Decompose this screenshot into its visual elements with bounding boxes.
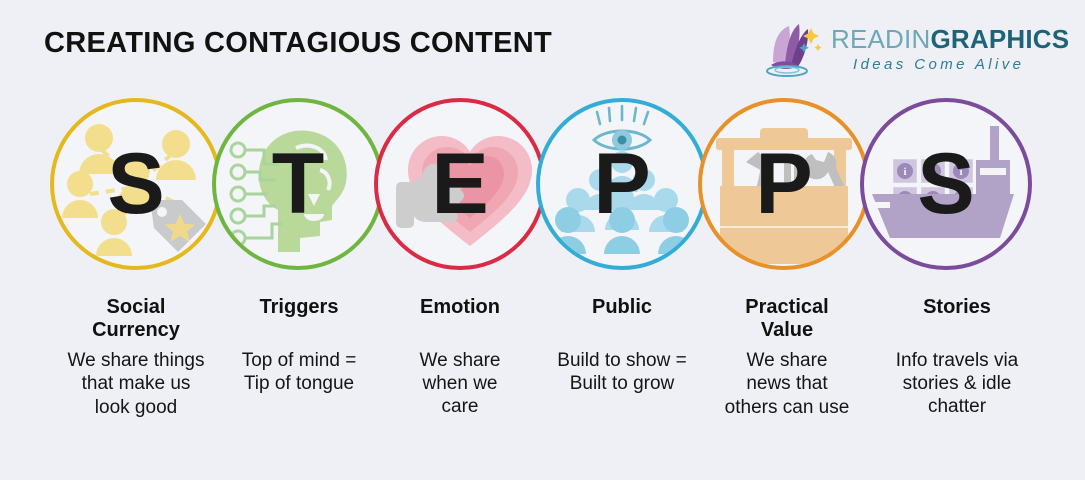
caption-desc-line1: Top of mind = xyxy=(241,349,357,371)
caption-desc-line3: look good xyxy=(94,396,178,418)
crowd-with-eye-icon xyxy=(540,102,704,266)
caption-title-line1: Practical xyxy=(745,296,829,318)
caption-social-currency: Social Currency We share things that mak… xyxy=(38,296,234,419)
caption-desc-line3: care xyxy=(441,395,479,417)
caption-title: Triggers xyxy=(210,296,388,319)
caption-title: Public xyxy=(528,296,716,319)
caption-description: Top of mind = Tip of tongue xyxy=(210,349,388,395)
caption-description: Info travels via stories & idle chatter xyxy=(866,349,1048,419)
caption-desc-line1: Build to show = xyxy=(557,349,687,371)
steps-row: S T xyxy=(0,96,1085,296)
caption-desc-line2: Built to grow xyxy=(569,372,675,394)
logo-tagline: Ideas Come Alive xyxy=(853,56,1025,73)
step-letter: P xyxy=(755,136,813,232)
step-letter: S xyxy=(107,136,165,232)
caption-desc-line1: We share xyxy=(746,350,828,372)
step-circle-social-currency[interactable]: S xyxy=(50,98,222,270)
logo-name-part1: READIN xyxy=(831,24,931,54)
header: CREATING CONTAGIOUS CONTENT READINGRAPHI… xyxy=(0,0,1085,95)
readingraphics-logo: READINGRAPHICS Ideas Come Alive xyxy=(757,16,1069,82)
caption-desc-line1: Info travels via xyxy=(895,349,1019,371)
logo-name-part2: GRAPHICS xyxy=(930,24,1070,54)
caption-stories: Stories Info travels via stories & idle … xyxy=(866,296,1048,418)
caption-desc-line2: when we xyxy=(422,372,498,394)
people-network-with-price-tag-icon xyxy=(54,102,218,266)
head-with-circuit-lines-icon xyxy=(216,102,380,266)
caption-title: Stories xyxy=(866,296,1048,319)
svg-text:i: i xyxy=(931,166,934,178)
step-circle-public[interactable]: P xyxy=(536,98,708,270)
caption-title-line2: Currency xyxy=(92,318,180,341)
step-letter: E xyxy=(431,136,489,232)
captions-row: Social Currency We share things that mak… xyxy=(0,296,1085,480)
caption-title-line1: Public xyxy=(591,296,652,318)
caption-practical-value: Practical Value We share news that other… xyxy=(700,296,874,419)
caption-triggers: Triggers Top of mind = Tip of tongue xyxy=(210,296,388,395)
step-circle-emotion[interactable]: E xyxy=(374,98,546,270)
caption-desc-line3: others can use xyxy=(724,396,850,418)
step-letter: S xyxy=(917,136,975,232)
caption-desc-line3: chatter xyxy=(927,395,987,417)
caption-desc-line2: news that xyxy=(746,373,828,395)
heart-with-thumbs-up-icon xyxy=(378,102,542,266)
caption-description: Build to show = Built to grow xyxy=(528,349,716,395)
caption-desc-line2: Tip of tongue xyxy=(243,372,355,394)
svg-text:i: i xyxy=(959,166,962,178)
step-letter: T xyxy=(271,136,325,232)
caption-title: Social Currency xyxy=(38,296,234,341)
caption-title-line1: Triggers xyxy=(259,296,339,318)
page-title: CREATING CONTAGIOUS CONTENT xyxy=(44,27,553,59)
caption-description: We share news that others can use xyxy=(700,349,874,419)
open-book-with-stars-icon xyxy=(765,20,827,78)
step-letter: P xyxy=(593,136,651,232)
step-circle-stories[interactable]: iii iii S xyxy=(860,98,1032,270)
caption-public: Public Build to show = Built to grow xyxy=(528,296,716,395)
logo-wordmark: READINGRAPHICS xyxy=(831,24,1069,55)
caption-desc-line2: that make us xyxy=(81,373,191,395)
step-circle-practical-value[interactable]: P xyxy=(698,98,870,270)
toolbox-with-tools-icon xyxy=(702,102,866,266)
caption-desc-line1: We share xyxy=(419,349,501,371)
caption-description: We share things that make us look good xyxy=(38,349,234,419)
caption-title: Emotion xyxy=(382,296,538,319)
svg-text:i: i xyxy=(903,166,906,178)
caption-title-line1: Emotion xyxy=(420,296,500,318)
caption-title-line1: Stories xyxy=(923,296,991,318)
caption-desc-line2: stories & idle xyxy=(902,372,1012,394)
cargo-ship-with-info-containers-icon: iii iii xyxy=(864,102,1028,266)
caption-desc-line1: We share things xyxy=(67,350,205,372)
step-circle-triggers[interactable]: T xyxy=(212,98,384,270)
caption-emotion: Emotion We share when we care xyxy=(382,296,538,418)
caption-title-line1: Social xyxy=(106,296,166,318)
caption-title-line2: Value xyxy=(760,318,814,341)
caption-title: Practical Value xyxy=(700,296,874,341)
caption-description: We share when we care xyxy=(382,349,538,419)
